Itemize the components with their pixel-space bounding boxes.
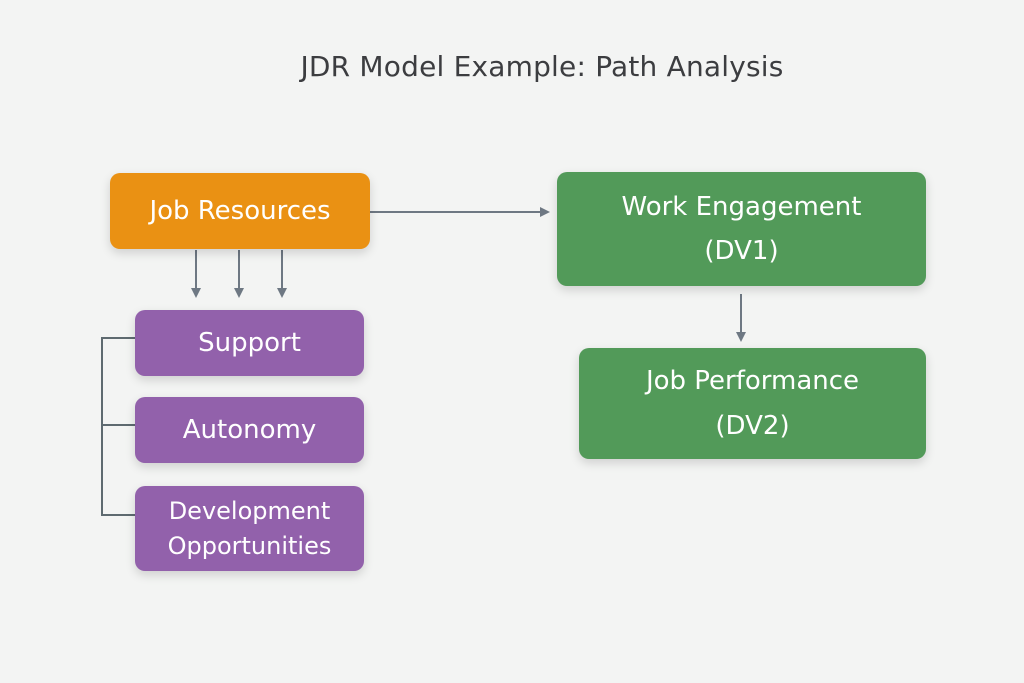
node-development-label-line2: Opportunities	[167, 531, 332, 560]
node-support-label: Support	[198, 327, 301, 358]
node-work-engagement[interactable]: Work Engagement (DV1)	[557, 172, 926, 286]
node-work-engagement-label-line1: Work Engagement	[621, 191, 862, 222]
node-job-performance-label-line1: Job Performance	[645, 366, 860, 397]
node-autonomy-label: Autonomy	[182, 414, 317, 445]
node-work-engagement-label-line2: (DV1)	[704, 236, 779, 266]
node-autonomy[interactable]: Autonomy	[135, 397, 364, 463]
node-support[interactable]: Support	[135, 310, 364, 376]
node-job-performance-label-line2: (DV2)	[715, 410, 790, 441]
node-job-performance[interactable]: Job Performance (DV2)	[579, 348, 926, 459]
node-development-opportunities[interactable]: Development Opportunities	[135, 486, 364, 571]
diagram-title: JDR Model Example: Path Analysis	[300, 50, 784, 83]
node-job-resources-label: Job Resources	[149, 195, 331, 226]
bracket-subfactors	[101, 337, 136, 516]
node-job-resources[interactable]: Job Resources	[110, 173, 370, 249]
node-development-label-line1: Development	[168, 496, 331, 525]
